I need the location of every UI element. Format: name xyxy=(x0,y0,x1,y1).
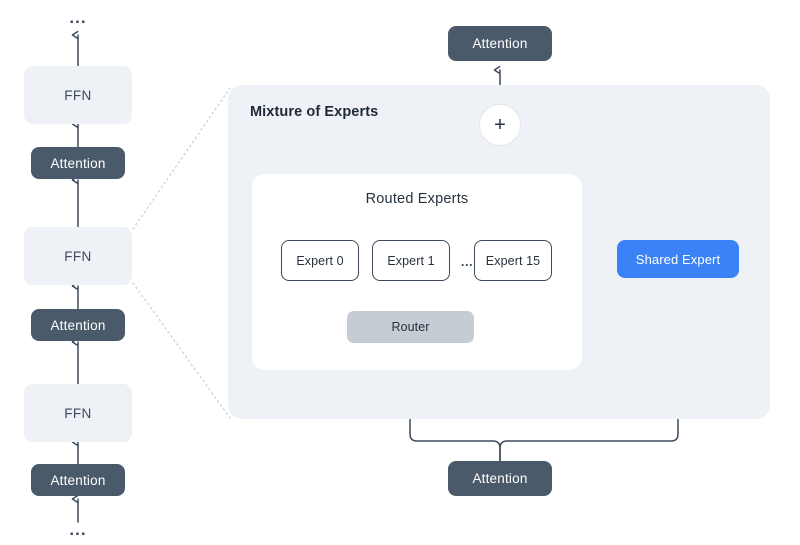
shared-expert-box[interactable]: Shared Expert xyxy=(617,240,739,278)
router-box[interactable]: Router xyxy=(347,311,474,343)
expert-box-0[interactable]: Expert 0 xyxy=(281,240,359,281)
ffn-block-expanded[interactable]: FFN xyxy=(24,227,132,285)
expert-list-ellipsis: ... xyxy=(460,253,474,269)
dotted-connector-top xyxy=(132,87,231,230)
stack-bottom-ellipsis: ... xyxy=(69,519,87,539)
stack-top-ellipsis: ... xyxy=(69,7,87,27)
expert-box-1[interactable]: Expert 1 xyxy=(372,240,450,281)
mixture-of-experts-title: Mixture of Experts xyxy=(250,104,379,120)
dotted-connector-bottom xyxy=(132,282,231,419)
moe-input-attention[interactable]: Attention xyxy=(448,461,552,496)
attention-block-bottom[interactable]: Attention xyxy=(31,464,125,496)
sum-node[interactable]: + xyxy=(479,104,521,146)
ffn-block-bottom[interactable]: FFN xyxy=(24,384,132,442)
attention-block-middle[interactable]: Attention xyxy=(31,309,125,341)
expert-box-15[interactable]: Expert 15 xyxy=(474,240,552,281)
ffn-block-top[interactable]: FFN xyxy=(24,66,132,124)
routed-experts-title: Routed Experts xyxy=(365,191,469,207)
moe-output-attention[interactable]: Attention xyxy=(448,26,552,61)
attention-block-top[interactable]: Attention xyxy=(31,147,125,179)
